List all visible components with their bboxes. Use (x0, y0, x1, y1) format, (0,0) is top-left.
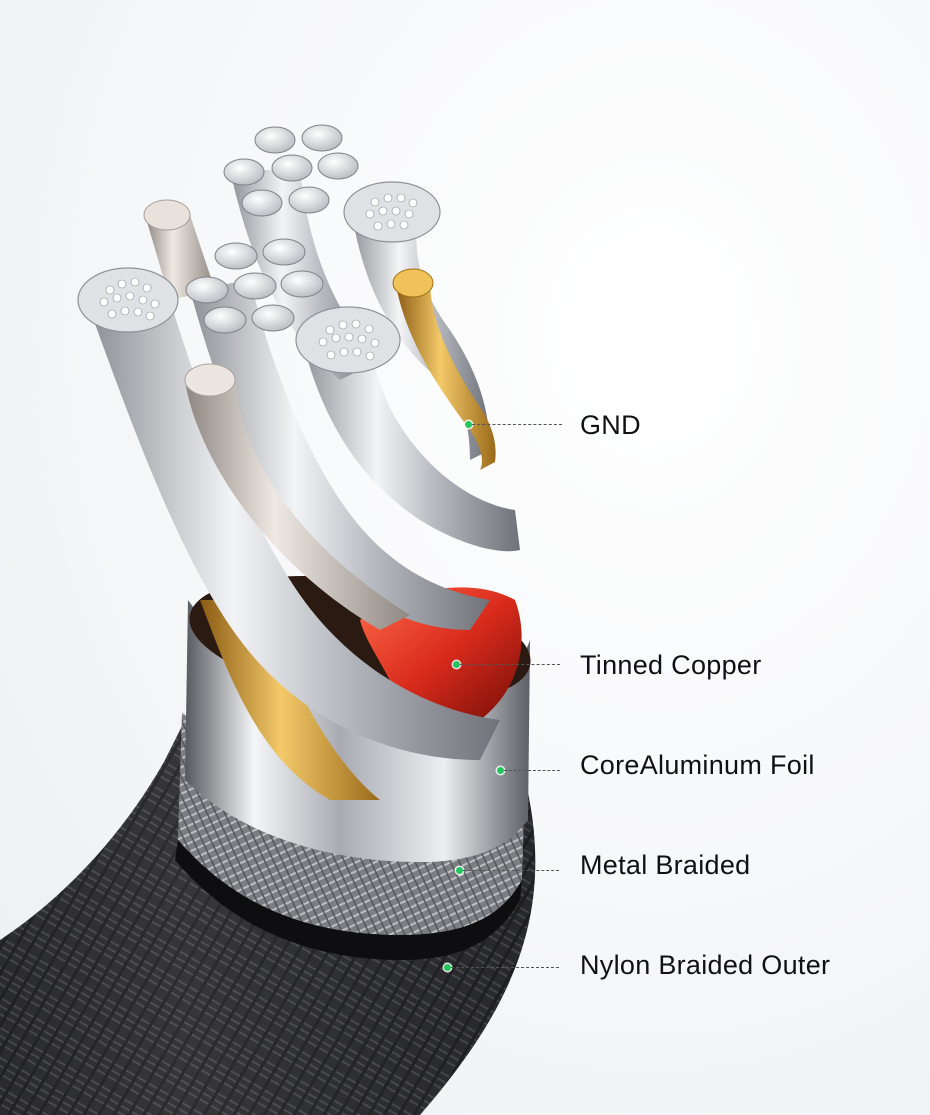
gnd-leader-line (472, 424, 562, 425)
aluminum-foil-label: CoreAluminum Foil (580, 750, 815, 780)
tinned-copper-marker-dot (453, 661, 460, 668)
aluminum-foil-marker-dot (497, 767, 504, 774)
aluminum-foil-leader-line (504, 770, 560, 771)
nylon-outer-label: Nylon Braided Outer (580, 950, 831, 980)
callout-gnd: GND (0, 410, 930, 440)
metal-braided-label: Metal Braided (580, 850, 751, 880)
gnd-marker-dot (465, 421, 472, 428)
callout-aluminum-foil: CoreAluminum Foil (0, 750, 930, 780)
nylon-outer-leader-line (451, 967, 559, 968)
callout-metal-braided: Metal Braided (0, 850, 930, 880)
metal-braided-leader-line (463, 870, 559, 871)
tinned-copper-label: Tinned Copper (580, 650, 762, 680)
nylon-outer-marker-dot (444, 964, 451, 971)
gnd-label: GND (580, 410, 641, 440)
metal-braided-marker-dot (456, 867, 463, 874)
callout-tinned-copper: Tinned Copper (0, 650, 930, 680)
tinned-copper-leader-line (460, 664, 560, 665)
callout-nylon-outer: Nylon Braided Outer (0, 950, 930, 980)
gold-gnd-strands (200, 600, 380, 800)
